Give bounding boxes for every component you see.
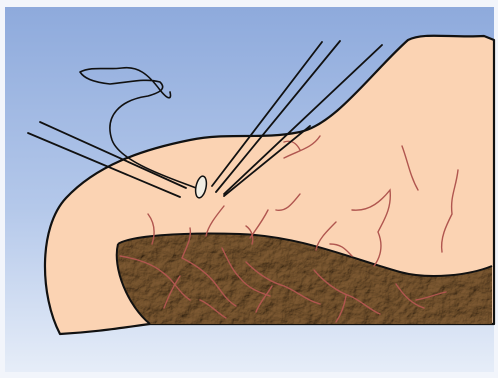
diagram-stage xyxy=(0,0,498,378)
skin-cross-section-diagram xyxy=(0,0,498,378)
